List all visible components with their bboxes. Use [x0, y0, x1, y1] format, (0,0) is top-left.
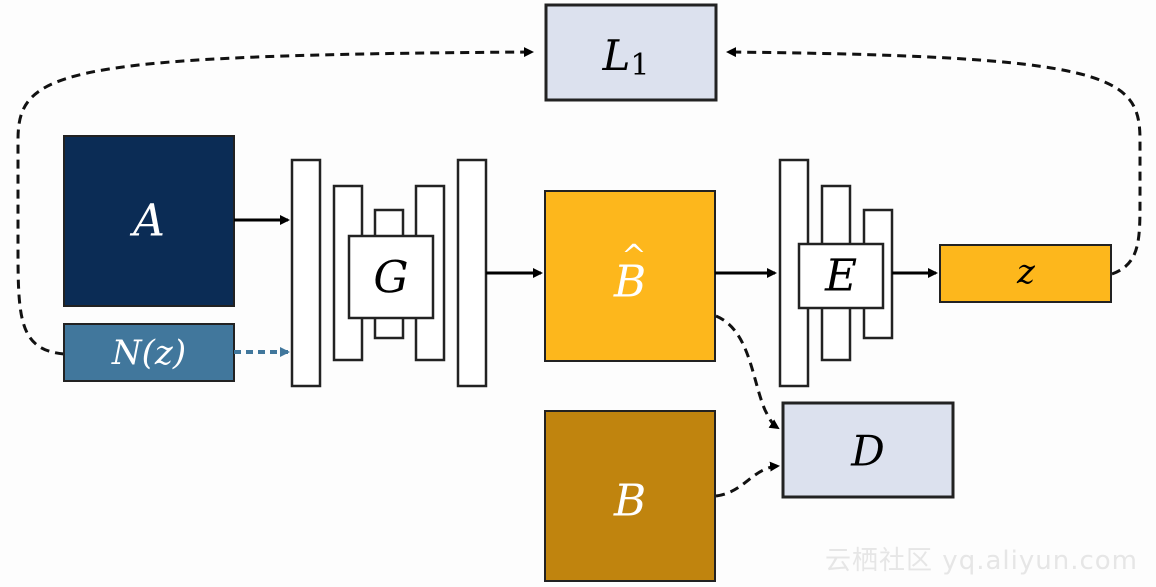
latent-z-label: z [1016, 252, 1036, 292]
discriminator-d-label: D [850, 427, 885, 476]
noise-to-l1-dashed-arrow [16, 47, 534, 356]
generator-layer [456, 158, 488, 388]
l1-loss-box [544, 3, 718, 102]
generator-label: G [373, 253, 408, 304]
bhat-hat-accent: ^ [621, 239, 646, 274]
discriminator-d-block [781, 401, 955, 499]
generated-bhat-block [544, 190, 716, 362]
latent-z-block [939, 244, 1112, 303]
real-b-label: B [613, 476, 646, 527]
generator-core-box [347, 234, 435, 320]
encoder-network [778, 158, 894, 388]
encoder-core-box [797, 242, 885, 310]
input-a-label: A [129, 196, 165, 247]
noise-nz-block [63, 323, 235, 382]
input-a-block [63, 135, 235, 307]
bhat-to-discriminator-dashed-arrow [715, 314, 780, 430]
b-to-discriminator-dashed-arrow [715, 461, 780, 498]
generator-layer [290, 158, 322, 388]
watermark-text: 云栖社区 yq.aliyun.com [825, 546, 1138, 576]
generator-network [290, 158, 488, 388]
encoder-label: E [824, 251, 857, 302]
generated-bhat-label: B [613, 257, 646, 308]
real-b-block [544, 410, 716, 582]
z-to-l1-dashed-arrow [726, 47, 1142, 276]
l1-loss-label: L1 [602, 31, 650, 83]
noise-nz-label: N(z) [111, 333, 186, 373]
